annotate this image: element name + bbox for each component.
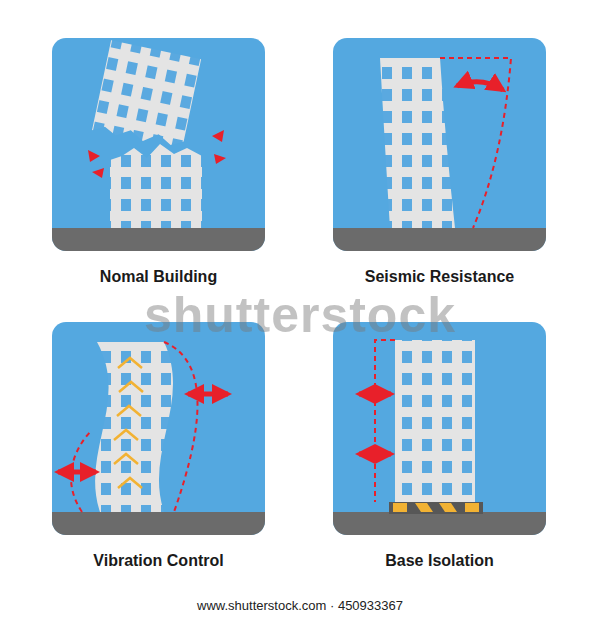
sway-arrow: [188, 392, 228, 397]
shift-outline: [375, 340, 395, 502]
panel-node: Base Isolation: [333, 322, 546, 587]
panel-background: [333, 322, 546, 535]
base-isolation-panel: [333, 322, 546, 535]
crack-mark: [214, 154, 226, 164]
panel-caption: Seismic Resistance: [333, 268, 546, 286]
isolated-building: [395, 340, 475, 502]
shift-arrow: [359, 392, 391, 397]
crack-mark: [92, 168, 104, 178]
vibration-control-panel: [52, 322, 265, 535]
footer-credit: www.shutterstock.com · 450933367: [0, 598, 600, 613]
ground: [52, 512, 265, 535]
base-isolators: [393, 503, 479, 512]
lower-building: [110, 144, 202, 228]
panel-caption: Base Isolation: [333, 552, 546, 570]
damper-braces: [114, 358, 143, 488]
ground: [333, 512, 546, 535]
panel-background: [333, 38, 546, 251]
panel-caption: Vibration Control: [52, 552, 265, 570]
panel-node: Vibration Control: [52, 322, 265, 587]
sway-outline: [440, 58, 511, 228]
bending-building: [380, 58, 455, 228]
watermark: shutterstock: [0, 286, 600, 344]
panel-node: Nomal Building: [52, 38, 265, 303]
normal-building-panel: [52, 38, 265, 251]
sway-arrow: [58, 470, 96, 475]
sway-outline: [164, 342, 198, 512]
crack-mark: [212, 130, 224, 142]
panel-background: [52, 322, 265, 535]
seismic-resistance-panel: [333, 38, 546, 251]
ground: [52, 228, 265, 251]
sway-arrow: [457, 82, 503, 90]
falling-top: [92, 40, 201, 149]
panel-caption: Nomal Building: [52, 268, 265, 286]
ground: [333, 228, 546, 251]
shift-arrow: [359, 452, 391, 457]
panel-background: [52, 38, 265, 251]
flexing-building: [95, 342, 173, 512]
base-pit: [389, 502, 483, 514]
panel-node: Seismic Resistance: [333, 38, 546, 303]
crack-mark: [88, 150, 100, 162]
